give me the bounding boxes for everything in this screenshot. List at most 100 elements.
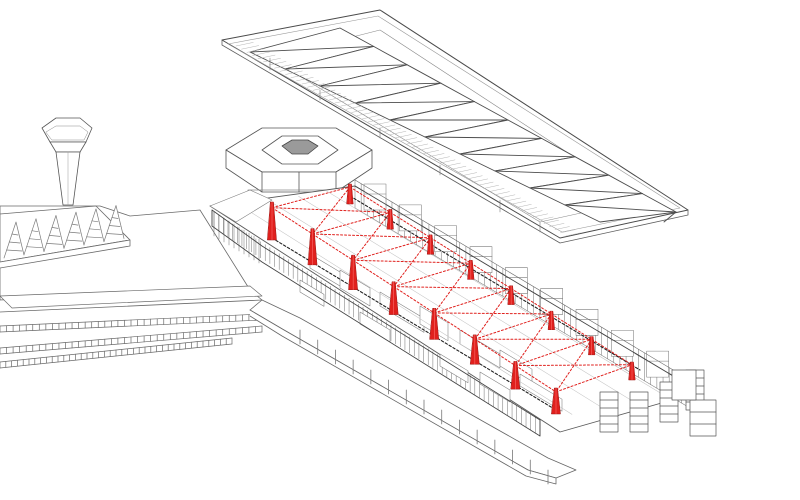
red-link [393,286,435,314]
terminal-tooth-rib [68,231,81,234]
red-dotted-links [271,186,633,393]
red-link [271,207,314,235]
terminal-tooth [23,218,45,256]
roof-hatch-line [356,111,374,116]
red-link [312,186,351,235]
terminal-tooth-rib [108,225,121,227]
red-link [514,313,552,367]
roof-hatch-line [466,175,483,180]
red-link [474,338,516,367]
roof-hatch-line [521,207,538,211]
roof-wedge-ridge [494,170,610,176]
red-link [514,338,593,367]
roof-hatch-line [395,134,412,139]
red-tree-columns [267,183,636,415]
roof-hatch-line [560,229,576,234]
red-link [433,312,552,315]
roof-deck-hatching [235,42,581,237]
roof-hatch-line [351,108,369,113]
roof-wedge-ridge [249,45,375,53]
terminal-tooth-rib [86,236,103,239]
red-link [514,365,557,393]
roof-hatch-line [367,118,385,123]
terminal-tooth [103,205,125,242]
roof-hatch-line [554,226,570,230]
red-link [433,312,476,340]
roof-hatch-line [318,89,336,94]
roof-wedge-ridge [529,187,643,195]
terminal-tooth-rib [26,246,43,249]
red-link [393,262,472,288]
roof-hatch-line [444,162,461,167]
terminal-tooth-rib [51,227,59,229]
red-link [312,233,432,239]
roof-hatch-line [290,73,309,78]
red-link [312,211,391,235]
red-link [555,364,633,393]
terminal-tooth-rib [48,235,61,237]
red-link [271,207,391,213]
roof-hatch-line [422,150,439,154]
roof-hatch-line [527,210,543,215]
roof-wedge-ridge [564,204,677,213]
roof-hatch-line [340,102,358,107]
roof-hatch-line [510,200,527,205]
roof-wedge-ridge [424,136,543,139]
stair-upper [671,369,697,401]
roof-hatch-line [384,127,401,132]
red-link [474,313,552,340]
red-link [349,186,391,213]
roof-hatch-line [433,156,450,161]
terminal-tooth [63,211,85,249]
red-link [514,364,633,367]
roof-hatch-line [274,64,292,69]
red-link [433,262,472,314]
entry-block [209,189,273,223]
roof-hatch-line [257,54,276,59]
facade-bay [363,183,387,211]
terminal-tooth-rib [6,249,23,252]
interior-partition [519,373,563,412]
terminal-tooth [83,208,105,246]
interior-partition [439,353,469,384]
roof-hatch-line [241,45,259,50]
roof-sawtooth-ridges [249,27,677,223]
roof-hatch-line [483,185,499,189]
red-link [555,338,593,393]
apron-edge [0,285,263,309]
terminal-tooth-rib [91,220,99,223]
roof-wedge-fold [663,211,677,223]
red-link [550,313,593,340]
roof-hatch-line [285,70,303,75]
interior-partition [479,371,511,403]
red-link [474,288,512,340]
roof-hangers [269,57,541,233]
roof-hatch-line [543,219,559,224]
terminal-tooth-rib [31,230,39,233]
red-link [352,237,432,261]
roof-hatch-line [296,77,314,82]
facade-bay [399,204,422,232]
terminal-tooth-rib [66,239,83,242]
octagonal-skylight [225,127,373,207]
roof-hatch-line [450,165,467,170]
roof-hatch-line [538,216,554,221]
terminal-tooth-rib [106,233,123,235]
roof-hatch-line [549,223,565,227]
terminal-tooth-rib [46,243,63,245]
roof-hatch-line [389,131,407,135]
terminal-tooth-rib [28,238,41,241]
roof-hatch-line [246,48,265,53]
roof-hatch-line [499,194,516,199]
roof-wedge-ridge [354,101,475,104]
roof-hatch-line [301,80,319,85]
roof-hatch-line [268,61,287,66]
red-link [352,211,391,261]
pier-deck [249,299,577,485]
roof-hatch-line [279,67,298,72]
roof-hatch-line [329,96,347,101]
facade-bay [646,350,669,378]
red-link [312,233,354,261]
